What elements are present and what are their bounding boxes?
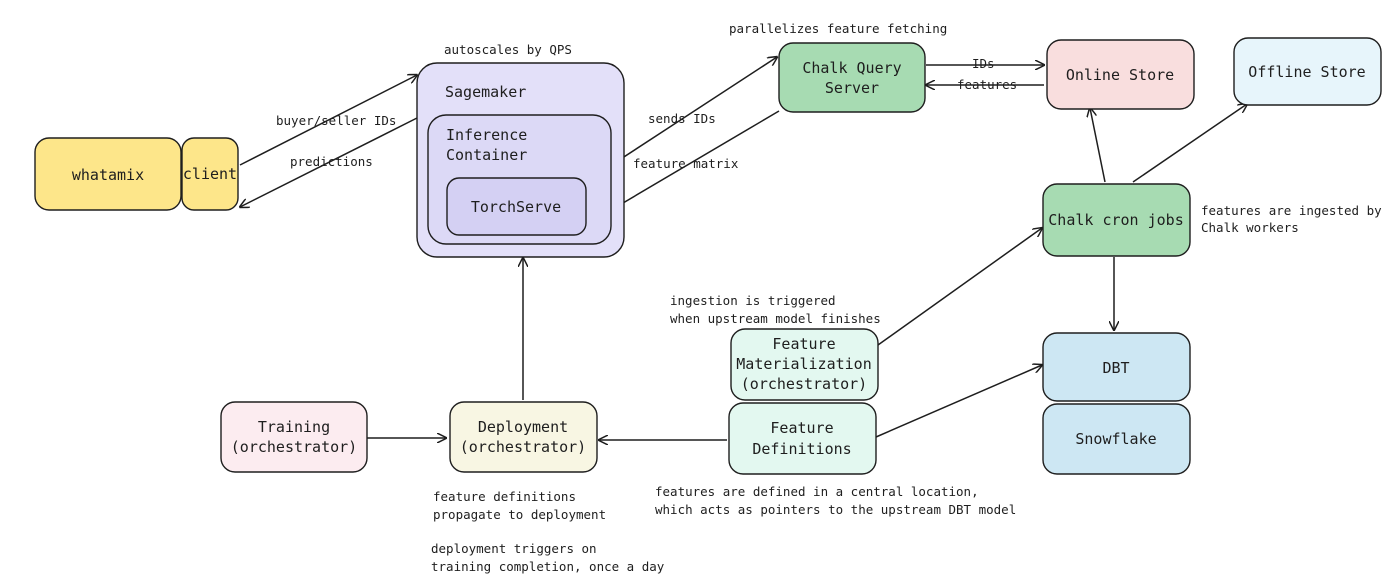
node-snowflake[interactable]: Snowflake bbox=[1042, 403, 1191, 475]
node-chalk-query-server-line2: Server bbox=[825, 79, 879, 97]
node-chalk-query-server-box bbox=[778, 42, 926, 113]
node-feature-materialization-line2: Materialization bbox=[736, 355, 871, 373]
node-inference-container-line2: Container bbox=[446, 146, 527, 164]
node-torchserve-box bbox=[446, 177, 587, 236]
edge-cron-jobs-to-offline-store bbox=[1132, 104, 1247, 183]
node-torchserve-label: TorchServe bbox=[471, 198, 561, 216]
edge-label-sends-ids: sends IDs bbox=[648, 111, 716, 126]
note-parallelizes: parallelizes feature fetching bbox=[729, 21, 947, 36]
notes: autoscales by QPS parallelizes feature f… bbox=[431, 21, 1382, 574]
node-online-store-box bbox=[1046, 39, 1195, 110]
edge-label-features: features bbox=[957, 77, 1017, 92]
node-whatamix[interactable]: whatamix bbox=[34, 137, 182, 211]
edge-label-ids: IDs bbox=[972, 56, 995, 71]
note-ingested-line2: Chalk workers bbox=[1201, 220, 1299, 235]
node-offline-store-label: Offline Store bbox=[1248, 63, 1365, 81]
node-chalk-cron-jobs-box bbox=[1042, 183, 1191, 257]
node-deployment[interactable]: Deployment (orchestrator) bbox=[449, 401, 598, 473]
node-dbt-label: DBT bbox=[1102, 359, 1129, 377]
edge-label-feature-matrix: feature matrix bbox=[633, 156, 739, 171]
note-ingestion-triggered-line1: ingestion is triggered bbox=[670, 293, 836, 308]
edge-labels: buyer/seller IDs predictions sends IDs f… bbox=[276, 56, 1017, 171]
node-sagemaker-label: Sagemaker bbox=[445, 83, 526, 101]
node-feature-materialization-box bbox=[730, 328, 879, 401]
node-dbt-box bbox=[1042, 332, 1191, 402]
node-dbt[interactable]: DBT bbox=[1042, 332, 1191, 402]
node-client-box bbox=[181, 137, 239, 211]
node-training-line1: Training bbox=[258, 418, 330, 436]
node-feature-definitions-line1: Feature bbox=[770, 419, 833, 437]
node-training[interactable]: Training (orchestrator) bbox=[220, 401, 368, 473]
edge-sagemaker-to-client bbox=[240, 117, 418, 207]
node-offline-store-box bbox=[1233, 37, 1382, 106]
edge-definitions-to-dbt bbox=[875, 365, 1042, 438]
node-deployment-line1: Deployment bbox=[478, 418, 568, 436]
node-online-store-label: Online Store bbox=[1066, 66, 1174, 84]
node-feature-definitions[interactable]: Feature Definitions bbox=[728, 402, 877, 475]
node-client-label: client bbox=[183, 165, 237, 183]
note-defined-central-line1: features are defined in a central locati… bbox=[655, 484, 979, 499]
note-deployment-triggers-line1: deployment triggers on bbox=[431, 541, 597, 556]
note-ingestion-triggered-line2: when upstream model finishes bbox=[670, 311, 881, 326]
node-whatamix-label: whatamix bbox=[72, 166, 144, 184]
note-propagate-line1: feature definitions bbox=[433, 489, 576, 504]
node-chalk-query-server[interactable]: Chalk Query Server bbox=[778, 42, 926, 113]
node-chalk-query-server-line1: Chalk Query bbox=[802, 59, 901, 77]
node-inference-container-line1: Inference bbox=[446, 126, 527, 144]
note-ingested-line1: features are ingested by bbox=[1201, 203, 1382, 218]
node-feature-definitions-line2: Definitions bbox=[752, 440, 851, 458]
edge-cron-jobs-to-online-store bbox=[1090, 108, 1106, 183]
node-sagemaker[interactable]: Sagemaker Inference Container TorchServe bbox=[416, 62, 625, 258]
node-snowflake-label: Snowflake bbox=[1075, 430, 1156, 448]
node-online-store[interactable]: Online Store bbox=[1046, 39, 1195, 110]
edge-label-predictions: predictions bbox=[290, 154, 373, 169]
node-snowflake-box bbox=[1042, 403, 1191, 475]
edge-materialization-to-cron-jobs bbox=[877, 228, 1042, 346]
note-propagate-line2: propagate to deployment bbox=[433, 507, 606, 522]
node-whatamix-box bbox=[34, 137, 182, 211]
node-feature-materialization-line3: (orchestrator) bbox=[741, 375, 867, 393]
node-deployment-line2: (orchestrator) bbox=[460, 438, 586, 456]
node-training-line2: (orchestrator) bbox=[231, 438, 357, 456]
node-feature-definitions-box bbox=[728, 402, 877, 475]
node-client[interactable]: client bbox=[181, 137, 239, 211]
note-autoscales: autoscales by QPS bbox=[444, 42, 572, 57]
note-defined-central-line2: which acts as pointers to the upstream D… bbox=[655, 502, 1016, 517]
node-feature-materialization-line1: Feature bbox=[772, 335, 835, 353]
node-chalk-cron-jobs-label: Chalk cron jobs bbox=[1048, 211, 1183, 229]
node-training-box bbox=[220, 401, 368, 473]
note-deployment-triggers-line2: training completion, once a day bbox=[431, 559, 665, 574]
node-feature-materialization[interactable]: Feature Materialization (orchestrator) bbox=[730, 328, 879, 401]
node-offline-store[interactable]: Offline Store bbox=[1233, 37, 1382, 106]
node-deployment-box bbox=[449, 401, 598, 473]
edge-label-buyer-seller-ids: buyer/seller IDs bbox=[276, 113, 396, 128]
node-chalk-cron-jobs[interactable]: Chalk cron jobs bbox=[1042, 183, 1191, 257]
edge-client-to-sagemaker bbox=[239, 75, 417, 166]
